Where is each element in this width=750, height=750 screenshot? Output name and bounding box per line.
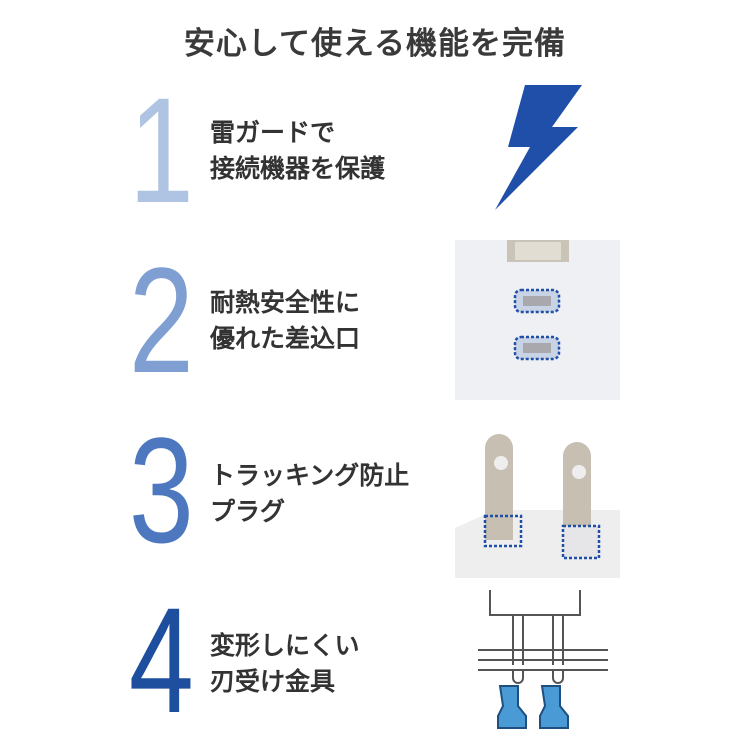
feature-1-line-2: 接続機器を保護 xyxy=(210,154,386,183)
lightning-bolt-icon xyxy=(495,85,582,210)
feature-4-line-2: 刃受け金具 xyxy=(210,667,336,696)
feature-number-4: 4 xyxy=(128,576,194,744)
feature-2-text: 耐熱安全性に 優れた差込口 xyxy=(210,285,360,357)
feature-number-3: 3 xyxy=(128,406,194,574)
feature-number-1: 1 xyxy=(128,66,194,234)
feature-2-line-2: 優れた差込口 xyxy=(210,324,361,353)
feature-3-line-1: トラッキング防止 xyxy=(210,461,410,490)
feature-4-text: 変形しにくい 刃受け金具 xyxy=(210,628,360,700)
feature-3-text: トラッキング防止 プラグ xyxy=(210,458,409,530)
outlet-slots-image xyxy=(455,240,620,400)
feature-1-text: 雷ガードで 接続機器を保護 xyxy=(210,115,385,187)
feature-number-2: 2 xyxy=(128,236,194,404)
feature-4-line-1: 変形しにくい xyxy=(210,631,360,660)
blade-receiver-diagram xyxy=(478,590,608,729)
tracking-plug-image xyxy=(455,434,620,578)
feature-2-line-1: 耐熱安全性に xyxy=(210,288,361,317)
feature-3-line-2: プラグ xyxy=(210,497,286,526)
page-title: 安心して使える機能を完備 xyxy=(183,26,567,62)
feature-1-line-1: 雷ガードで xyxy=(210,118,336,147)
